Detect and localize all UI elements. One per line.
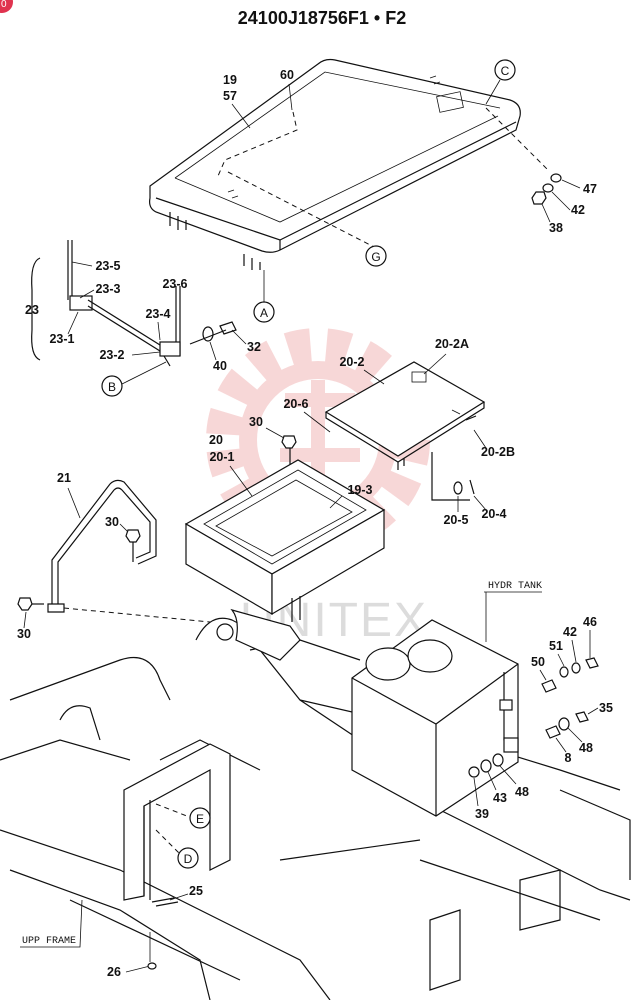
support-rod-21 xyxy=(47,479,157,613)
label-20-4: 20-4 xyxy=(481,507,506,521)
corner-badge-text: 0 xyxy=(1,0,7,10)
callout-g-letter: G xyxy=(371,250,380,264)
label-60: 60 xyxy=(280,68,294,82)
label-51: 51 xyxy=(549,639,563,653)
label-20-1: 20-1 xyxy=(209,450,234,464)
label-39: 39 xyxy=(475,807,489,821)
label-30-mid: 30 xyxy=(105,515,119,529)
hydr-tank-label: HYDR TANK xyxy=(488,581,542,592)
part-20-4 xyxy=(469,479,475,495)
callout-a-letter: A xyxy=(260,306,268,320)
label-57: 57 xyxy=(223,89,237,103)
upp-frame-label: UPP FRAME xyxy=(22,936,76,947)
corner-badge xyxy=(0,0,13,13)
label-20-2b: 20-2B xyxy=(481,445,515,459)
callout-d xyxy=(177,847,199,869)
battery-box xyxy=(184,459,386,622)
label-20-2: 20-2 xyxy=(339,355,364,369)
label-23-6: 23-6 xyxy=(162,277,187,291)
label-35: 35 xyxy=(599,701,613,715)
callout-a xyxy=(253,301,275,323)
label-48-left: 48 xyxy=(515,785,529,799)
label-23-5: 23-5 xyxy=(95,259,120,273)
latch-assembly xyxy=(31,240,181,367)
label-23-4: 23-4 xyxy=(145,307,170,321)
label-20-6: 20-6 xyxy=(283,397,308,411)
tank-fasteners xyxy=(468,657,599,778)
fastener-stack-c xyxy=(531,173,562,205)
upper-frame xyxy=(0,608,631,1000)
label-26: 26 xyxy=(107,965,121,979)
label-19: 19 xyxy=(223,73,237,87)
label-30-lower: 30 xyxy=(17,627,31,641)
label-43: 43 xyxy=(493,791,507,805)
part-26 xyxy=(147,962,157,970)
label-46: 46 xyxy=(583,615,597,629)
label-38: 38 xyxy=(549,221,563,235)
callout-b xyxy=(101,375,123,397)
label-42-tank: 42 xyxy=(563,625,577,639)
label-32: 32 xyxy=(247,340,261,354)
part-25 xyxy=(151,897,179,907)
label-21: 21 xyxy=(57,471,71,485)
label-47: 47 xyxy=(583,182,597,196)
label-20: 20 xyxy=(209,433,223,447)
callout-d-letter: D xyxy=(184,852,193,866)
label-40: 40 xyxy=(213,359,227,373)
part-20-5 xyxy=(453,481,463,495)
label-30-upper: 30 xyxy=(249,415,263,429)
box-lid xyxy=(324,361,486,470)
callout-b-letter: B xyxy=(108,380,116,394)
diagram-title: 24100J18756F1 • F2 xyxy=(238,8,406,28)
callout-c xyxy=(494,59,516,81)
bolt-30-lower xyxy=(17,597,44,611)
hydraulic-tank xyxy=(351,619,519,817)
label-23: 23 xyxy=(25,303,39,317)
label-42-top: 42 xyxy=(571,203,585,217)
top-cover xyxy=(149,58,521,270)
label-50: 50 xyxy=(531,655,545,669)
label-48-right: 48 xyxy=(579,741,593,755)
callout-e xyxy=(189,807,211,829)
label-23-3: 23-3 xyxy=(95,282,120,296)
callout-c-letter: C xyxy=(501,64,510,78)
label-8: 8 xyxy=(565,751,572,765)
label-20-2a: 20-2A xyxy=(435,337,469,351)
callout-e-letter: E xyxy=(196,812,204,826)
label-20-5: 20-5 xyxy=(443,513,468,527)
label-23-2: 23-2 xyxy=(99,348,124,362)
bolt-32-washer-40 xyxy=(189,321,237,345)
callout-g xyxy=(365,245,387,267)
label-25: 25 xyxy=(189,884,203,898)
label-19-3: 19-3 xyxy=(347,483,372,497)
label-23-1: 23-1 xyxy=(49,332,74,346)
